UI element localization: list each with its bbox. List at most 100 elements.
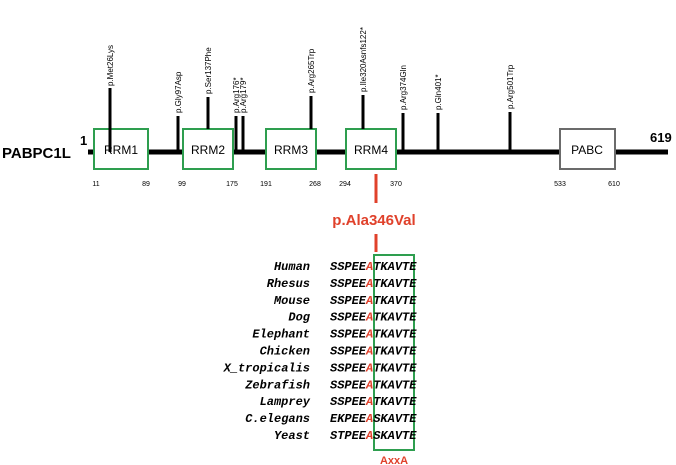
sequence-post: VTE <box>395 328 417 342</box>
domain-pabc-label: PABC <box>571 143 603 157</box>
sequence-pre: EKPEE <box>330 412 367 426</box>
sequence-hit: A <box>365 361 373 375</box>
sequence-hit: A <box>365 345 373 359</box>
variant-label: p.Gly97Asp <box>174 71 183 113</box>
domain-rrm3-start: 191 <box>260 181 272 188</box>
sequence-hit: A <box>365 277 373 291</box>
protein-name: PABPC1L <box>2 145 71 162</box>
domain-pabc-end: 610 <box>608 181 620 188</box>
sequence-hit: A <box>365 429 373 443</box>
species-name: Rhesus <box>267 277 310 291</box>
sequence-pre: SSPEE <box>330 361 367 375</box>
species-name: Dog <box>288 311 310 325</box>
species-name: Chicken <box>260 345 310 359</box>
sequence-pre: SSPEE <box>330 277 367 291</box>
sequence-mid: SKA <box>373 412 395 426</box>
domain-pabc-start: 533 <box>554 181 566 188</box>
domain-rrm1: RRM1 11 89 <box>92 128 150 188</box>
sequence-post: VTE <box>395 345 417 359</box>
sequence-mid: TKA <box>373 345 395 359</box>
sequence-post: VTE <box>395 260 417 274</box>
alignment-row: Zebrafish SSPEEATKAVTE <box>244 378 417 392</box>
domain-rrm2: RRM2 99 175 <box>178 128 238 188</box>
protein-end: 619 <box>650 130 672 145</box>
domain-rrm2-label: RRM2 <box>191 143 225 157</box>
sequence-pre: SSPEE <box>330 260 367 274</box>
domain-rrm3-end: 268 <box>309 181 321 188</box>
domain-rrm3-label: RRM3 <box>274 143 308 157</box>
domain-rrm2-end: 175 <box>226 181 238 188</box>
protein-start: 1 <box>80 133 87 148</box>
highlight-variant-label: p.Ala346Val <box>332 212 415 229</box>
sequence-mid: TKA <box>373 311 395 325</box>
sequence-mid: TKA <box>373 277 395 291</box>
species-name: X_tropicalis <box>223 361 310 375</box>
domain-rrm4-end: 370 <box>390 181 402 188</box>
sequence-mid: TKA <box>373 378 395 392</box>
alignment-row: Chicken SSPEEATKAVTE <box>260 345 418 359</box>
domain-rrm1-label: RRM1 <box>104 143 138 157</box>
domain-rrm1-end: 89 <box>142 181 150 188</box>
variant-ticks <box>108 88 512 152</box>
sequence-hit: A <box>365 311 373 325</box>
domain-pabc: PABC 533 610 <box>554 128 620 188</box>
variant-label: p.Met26Lys <box>106 45 115 86</box>
sequence-pre: SSPEE <box>330 328 367 342</box>
variant-label: p.Arg265Trp <box>307 48 316 93</box>
sequence: SSPEEATKAVTE <box>330 277 417 291</box>
domain-rrm3: RRM3 191 268 <box>260 128 321 188</box>
sequence-pre: SSPEE <box>330 378 367 392</box>
variant-label: p.Arg374Gln <box>399 65 408 110</box>
alignment-row: X_tropicalis SSPEEATKAVTE <box>223 361 418 375</box>
sequence-post: VTE <box>395 412 417 426</box>
variant-label: p.Arg176* <box>232 77 241 113</box>
variant-label: p.Ser137Phe <box>204 47 213 94</box>
alignment-row: C.elegans EKPEEASKAVTE <box>245 412 417 426</box>
sequence-pre: SSPEE <box>330 395 367 409</box>
species-name: Zebrafish <box>244 378 310 392</box>
sequence-hit: A <box>365 260 373 274</box>
sequence-post: VTE <box>395 395 417 409</box>
sequence: SSPEEATKAVTE <box>330 294 417 308</box>
sequence-hit: A <box>365 378 373 392</box>
sequence-mid: TKA <box>373 294 395 308</box>
variant-label: p.Ile320Asnfs122* <box>359 27 368 92</box>
sequence-pre: STPEE <box>330 429 367 443</box>
sequence-post: VTE <box>395 429 417 443</box>
sequence: SSPEEATKAVTE <box>330 260 417 274</box>
sequence-hit: A <box>365 412 373 426</box>
sequence-post: VTE <box>395 277 417 291</box>
domain-rrm2-start: 99 <box>178 181 186 188</box>
sequence-hit: A <box>365 328 373 342</box>
alignment-row: Lamprey SSPEEATKAVTE <box>260 395 418 409</box>
sequence: SSPEEATKAVTE <box>330 345 417 359</box>
species-name: Yeast <box>274 429 310 443</box>
sequence: SSPEEATKAVTE <box>330 361 417 375</box>
sequence-pre: SSPEE <box>330 294 367 308</box>
sequence-hit: A <box>365 294 373 308</box>
sequence-post: VTE <box>395 378 417 392</box>
sequence: SSPEEATKAVTE <box>330 311 417 325</box>
sequence-mid: TKA <box>373 361 395 375</box>
variant-label: p.Gln401* <box>434 74 443 110</box>
sequence-hit: A <box>365 395 373 409</box>
alignment-row: Rhesus SSPEEATKAVTE <box>267 277 417 291</box>
sequence-mid: TKA <box>373 328 395 342</box>
sequence-pre: SSPEE <box>330 345 367 359</box>
sequence-post: VTE <box>395 361 417 375</box>
species-name: C.elegans <box>245 412 310 426</box>
motif-label: AxxA <box>380 455 408 465</box>
sequence: SSPEEATKAVTE <box>330 395 417 409</box>
species-name: Lamprey <box>260 395 311 409</box>
sequence-post: VTE <box>395 311 417 325</box>
domain-rrm4: RRM4 294 370 <box>339 128 402 188</box>
sequence-mid: TKA <box>373 260 395 274</box>
domain-rrm4-start: 294 <box>339 181 351 188</box>
sequence-mid: TKA <box>373 395 395 409</box>
